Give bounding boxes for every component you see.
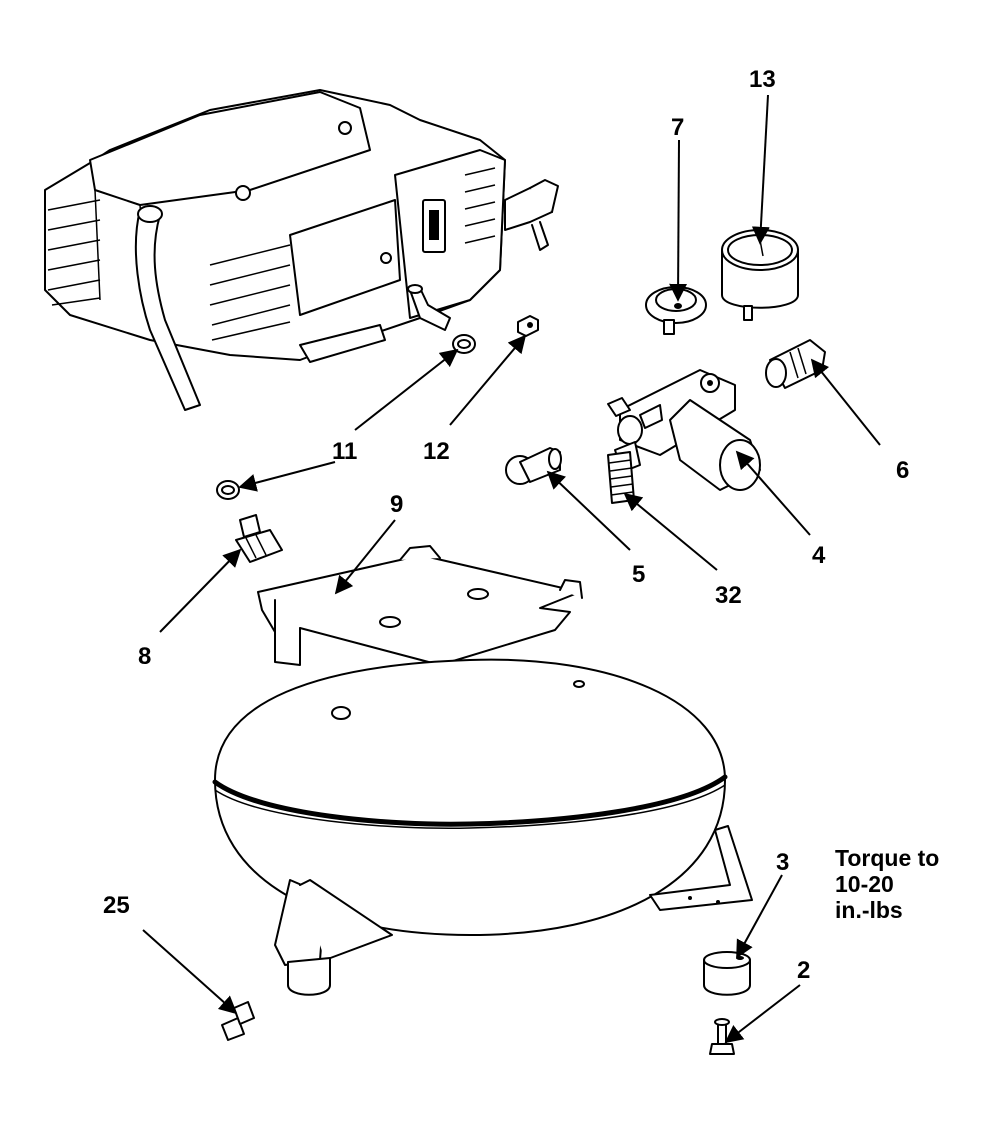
leader-7: [669, 139, 688, 302]
leader-25: [142, 929, 238, 1015]
leader-12: [449, 334, 527, 426]
leader-2: [724, 984, 801, 1044]
part-3-rubber-foot: [703, 951, 751, 996]
part-8-fitting: [235, 514, 283, 563]
callout-12: 12: [423, 438, 450, 465]
part-11-hose-clamp-upper: [452, 334, 476, 354]
callout-3: 3: [776, 849, 789, 876]
callout-6: 6: [896, 457, 909, 484]
leader-8: [159, 548, 242, 633]
leader-4: [735, 450, 811, 536]
callout-13: 13: [749, 66, 776, 93]
motor-pump-assembly: [44, 89, 559, 411]
part-11-hose-clamp-lower: [216, 480, 240, 500]
callout-11-upper: 11: [332, 438, 357, 465]
leader-32: [623, 492, 718, 571]
torque-note: Torque to 10-20 in.-lbs: [835, 845, 939, 923]
cooling-fins-right: [464, 167, 496, 244]
cooling-fins-center: [209, 244, 291, 341]
callout-9: 9: [390, 491, 403, 518]
callout-4: 4: [812, 542, 826, 569]
part-5-safety-valve: [505, 447, 562, 485]
part-25-drain-valve: [221, 1001, 255, 1041]
callout-25: 25: [103, 892, 130, 919]
leader-11-upper: [354, 348, 459, 431]
torque-note-line-1: Torque to: [835, 845, 939, 871]
part-32-nipple: [607, 451, 635, 504]
part-2-bolt: [709, 1018, 735, 1055]
callout-5: 5: [632, 561, 645, 588]
leader-13: [751, 94, 770, 245]
callout-8: 8: [138, 643, 151, 670]
air-tank: [212, 545, 753, 996]
part-12-check-valve: [517, 315, 539, 337]
torque-note-line-3: in.-lbs: [835, 897, 903, 923]
leader-6: [810, 358, 881, 446]
leader-3: [736, 874, 783, 959]
leader-11-lower: [238, 461, 336, 492]
torque-note-line-2: 10-20: [835, 871, 894, 897]
callout-2: 2: [797, 957, 810, 984]
callout-32: 32: [715, 582, 742, 609]
callout-7: 7: [671, 114, 684, 141]
power-switch: [422, 199, 446, 253]
part-7-cap: [645, 286, 707, 335]
leader-9: [334, 519, 396, 595]
leader-5: [546, 470, 631, 551]
part-13-pressure-gauge: [721, 229, 799, 321]
cooling-fins-left: [47, 199, 101, 306]
